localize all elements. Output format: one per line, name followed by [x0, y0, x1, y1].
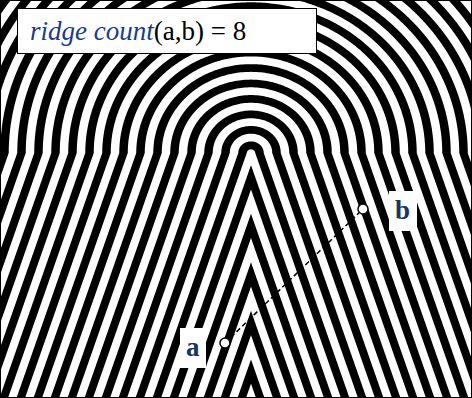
point-label: b: [395, 195, 410, 225]
point-label: a: [186, 332, 200, 362]
title-box: ridge count(a,b) = 8: [17, 8, 317, 54]
point-label-box: b: [389, 191, 417, 231]
title: ridge count(a,b) = 8: [30, 14, 246, 48]
point-label-box: a: [180, 328, 206, 368]
point-marker: [220, 338, 230, 348]
point-marker: [358, 204, 368, 214]
dashed-line: [225, 209, 363, 343]
